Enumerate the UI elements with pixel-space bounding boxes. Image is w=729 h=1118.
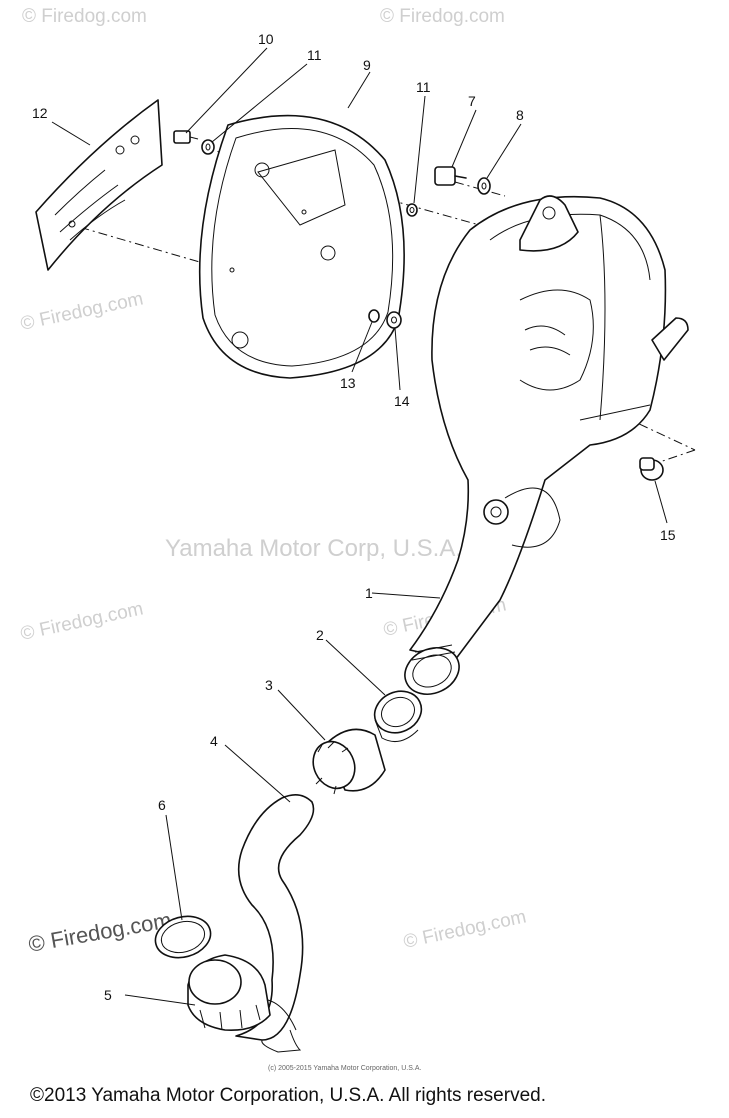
small-copyright-notice: (c) 2005-2015 Yamaha Motor Corporation, … [268, 1065, 421, 1072]
ring-clamp-part-2 [373, 690, 423, 743]
callout-numbers: 1 2 3 4 5 6 7 8 9 10 11 11 12 13 14 15 [32, 31, 676, 1003]
callout-8: 8 [516, 107, 524, 123]
o-ring-part-6 [154, 915, 212, 959]
callout-4: 4 [210, 733, 218, 749]
watermark-firedog-6: © Firedog.com [402, 906, 529, 953]
callout-1: 1 [365, 585, 373, 601]
callout-2: 2 [316, 627, 324, 643]
callout-13: 13 [340, 375, 356, 391]
intake-duct-part-1 [404, 195, 689, 695]
watermark-firedog-4: © Firedog.com [19, 598, 146, 645]
watermark-company: Yamaha Motor Corp, U.S.A. [165, 535, 462, 562]
leader-lines [51, 47, 668, 1006]
callout-14: 14 [394, 393, 410, 409]
cover-plate-part-9 [198, 114, 405, 379]
callout-6: 6 [158, 797, 166, 813]
watermark-firedog-7: © Firedog.com [27, 907, 174, 957]
watermark-firedog-1: © Firedog.com [22, 6, 147, 27]
hose-part-4 [235, 794, 315, 1053]
callout-11-left: 11 [307, 47, 322, 63]
decal-part-12 [35, 99, 163, 271]
callout-5: 5 [104, 987, 112, 1003]
watermark-firedog-2: © Firedog.com [380, 6, 505, 27]
callout-12: 12 [32, 105, 48, 121]
callout-7: 7 [468, 93, 476, 109]
callout-15: 15 [660, 527, 676, 543]
hardware-parts [173, 130, 664, 481]
callout-10: 10 [258, 31, 274, 47]
callout-3: 3 [265, 677, 273, 693]
copyright-footer: ©2013 Yamaha Motor Corporation, U.S.A. A… [30, 1085, 546, 1106]
outlet-fitting-part-5 [187, 954, 297, 1032]
watermark-firedog-3: © Firedog.com [19, 288, 146, 335]
callout-9: 9 [363, 57, 371, 73]
callout-11-right: 11 [416, 79, 431, 95]
connector-joint-part-3 [312, 728, 386, 795]
